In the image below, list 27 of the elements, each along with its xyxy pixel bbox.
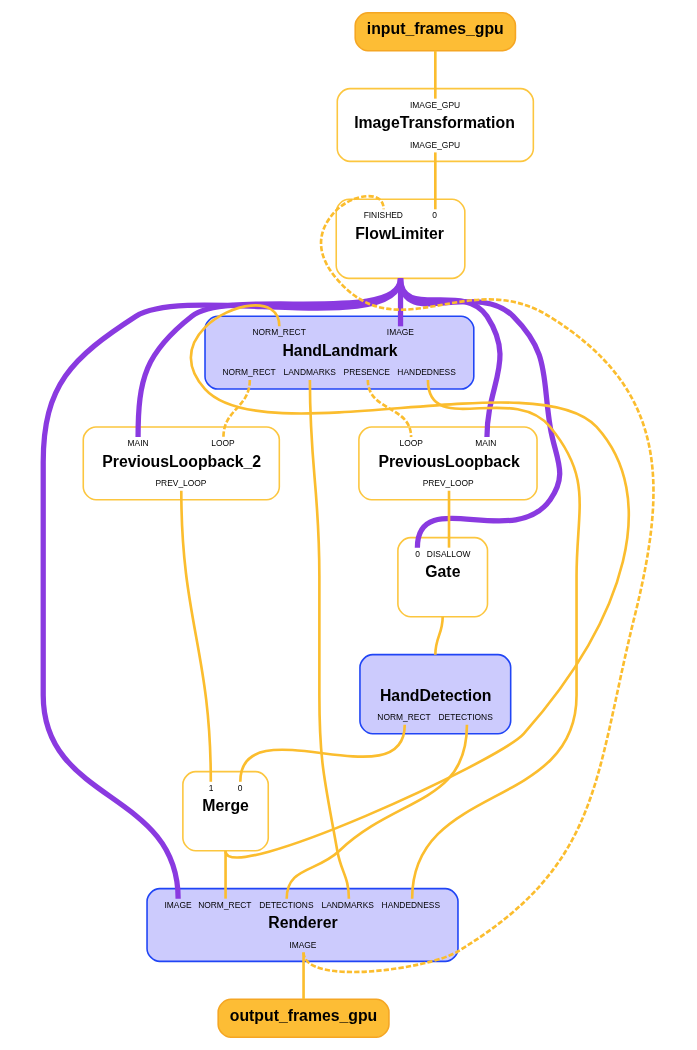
connector bbox=[285, 724, 469, 899]
connector bbox=[239, 724, 407, 782]
node-box: MAIN LOOP PreviousLoopback_2 PREV_LOOP bbox=[82, 426, 281, 501]
node-box: 0 DISALLOW Gate bbox=[397, 536, 489, 618]
connector bbox=[222, 379, 252, 438]
node-box: input_frames_gpu bbox=[354, 11, 517, 52]
connector bbox=[447, 490, 451, 548]
connector bbox=[434, 616, 444, 655]
connector bbox=[434, 50, 437, 99]
connector bbox=[366, 379, 413, 438]
connector bbox=[189, 304, 630, 859]
connector bbox=[302, 195, 655, 974]
connector bbox=[224, 850, 227, 899]
node-box: IMAGE NORM_RECT DETECTIONS LANDMARKS HANDEDNESS Renderer IMAGE bbox=[146, 887, 459, 963]
connector bbox=[410, 379, 581, 899]
node-box: output_frames_gpu bbox=[217, 998, 390, 1039]
node-box: LOOP MAIN PreviousLoopback PREV_LOOP bbox=[358, 426, 538, 501]
node-box: IMAGE_GPU ImageTransformation IMAGE_GPU bbox=[336, 87, 535, 163]
node-box: 1 0 Merge bbox=[182, 770, 270, 852]
node-box: HandDetection NORM_RECT DETECTIONS bbox=[359, 653, 512, 735]
node-box: FINISHED 0 FlowLimiter bbox=[335, 198, 466, 280]
connector bbox=[308, 380, 351, 899]
connector bbox=[302, 952, 305, 1000]
connector bbox=[434, 152, 437, 210]
connector bbox=[40, 277, 404, 899]
node-box: NORM_RECT IMAGE HandLandmark NORM_RECT LANDMARKS PRESENCE HANDEDNESS bbox=[204, 315, 475, 390]
connector bbox=[179, 490, 213, 782]
